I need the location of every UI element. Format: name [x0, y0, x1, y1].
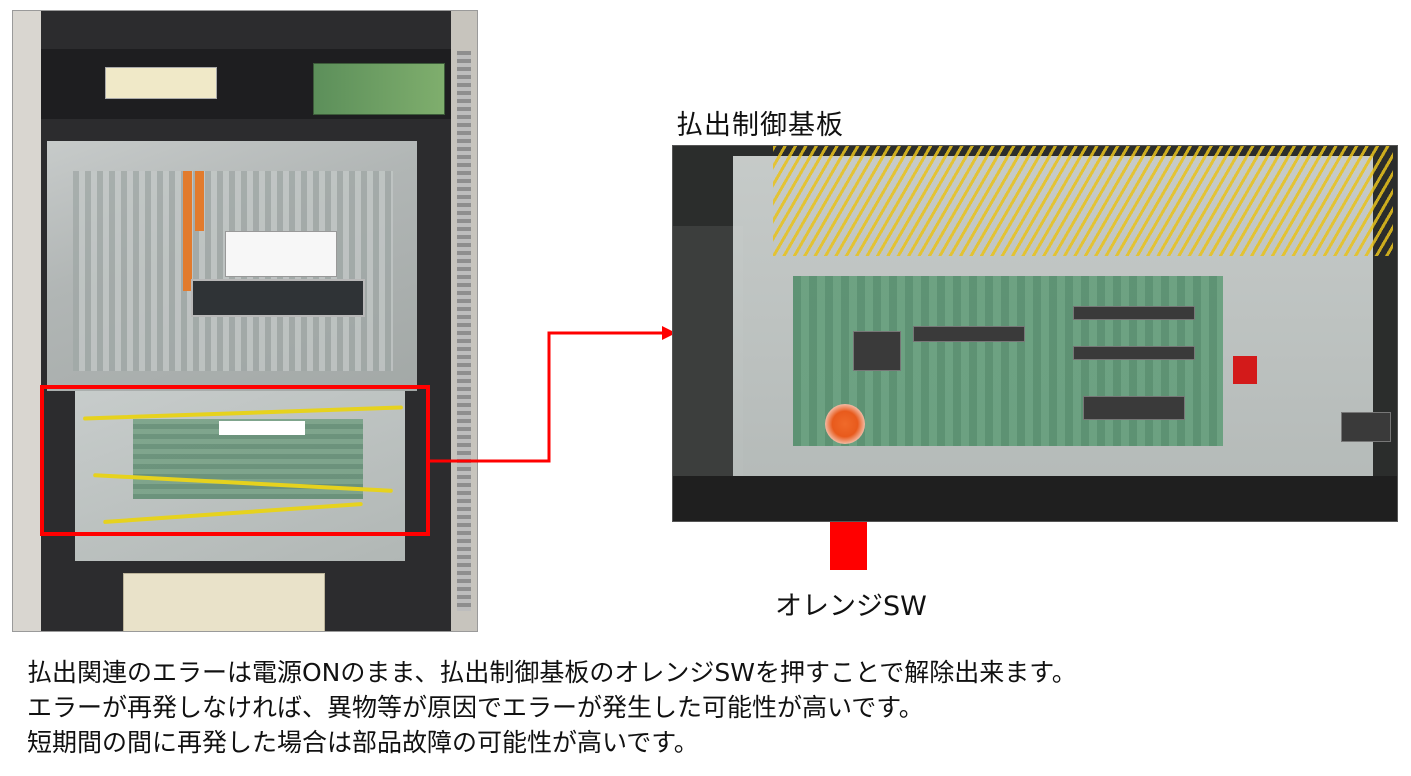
top-connector-board — [313, 63, 445, 115]
orange-part — [183, 171, 192, 291]
masked-label — [219, 421, 305, 435]
red-component — [1233, 356, 1257, 384]
caption-line-2: エラーが再発しなければ、異物等が原因でエラーが発生した可能性が高いです。 — [27, 693, 924, 722]
connector-block — [1341, 412, 1391, 442]
board-side-panel — [673, 226, 743, 486]
yellow-wire-harness — [773, 146, 1393, 256]
ic-chip — [1073, 346, 1195, 360]
board-title: 払出制御基板 — [676, 110, 844, 141]
ic-chip — [1073, 306, 1195, 320]
board-sticker — [225, 231, 337, 277]
board-display — [191, 279, 365, 317]
ic-chip — [913, 326, 1025, 342]
ic-chip — [1083, 396, 1185, 420]
caption-line-3: 短期間の間に再発した場合は部品故障の可能性が高いです。 — [27, 728, 699, 757]
cabinet-rail — [457, 51, 471, 611]
caption-line-1: 払出関連のエラーは電源ONのまま、払出制御基板のオレンジSWを押すことで解除出来… — [27, 658, 1077, 687]
orange-part — [195, 171, 204, 231]
board-bottom-frame — [673, 476, 1397, 521]
warning-label — [105, 67, 217, 99]
cabinet-photo — [12, 10, 478, 632]
board-closeup-photo — [672, 145, 1398, 522]
cabinet-base-unit — [123, 573, 325, 631]
ic-chip — [853, 331, 901, 371]
orange-switch-label: オレンジSW — [775, 591, 927, 622]
payout-board-highlight-box — [40, 385, 430, 536]
instruction-caption: 払出関連のエラーは電源ONのまま、払出制御基板のオレンジSWを押すことで解除出来… — [27, 655, 1077, 760]
orange-switch[interactable] — [825, 404, 865, 444]
